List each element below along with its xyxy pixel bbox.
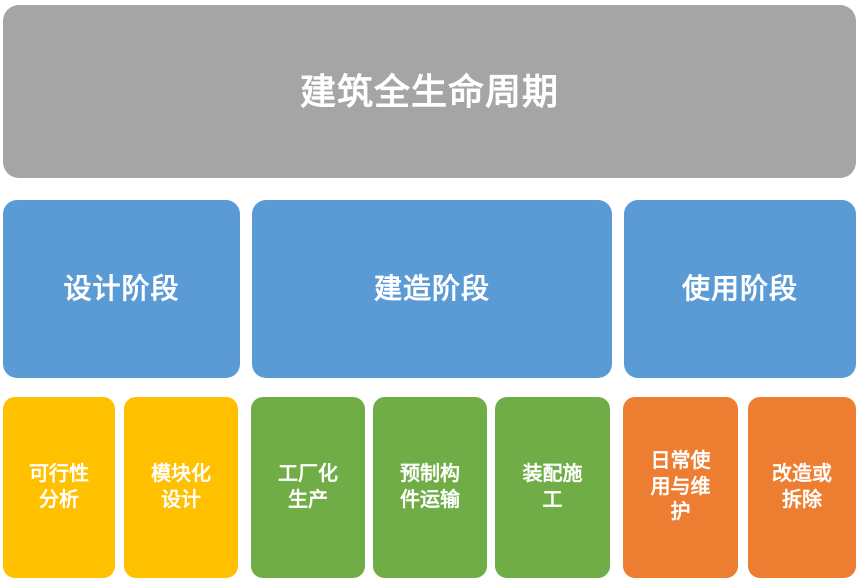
phase-node-use: 使用阶段 bbox=[624, 200, 856, 378]
root-node-label: 建筑全生命周期 bbox=[299, 70, 559, 112]
leaf-node-prefab-component-transport: 预制构 件运输 bbox=[373, 397, 487, 578]
leaf-node-assembly-construction: 装配施 工 bbox=[495, 397, 610, 578]
leaf-node-label: 预制构 件运输 bbox=[400, 462, 460, 511]
phase-node-label: 建造阶段 bbox=[373, 272, 490, 304]
leaf-node-label: 装配施 工 bbox=[522, 462, 583, 511]
leaf-node-label: 日常使 用与维 护 bbox=[650, 450, 711, 524]
leaf-node-modular-design: 模块化 设计 bbox=[124, 397, 238, 578]
leaf-node-daily-use-and-maintenance: 日常使 用与维 护 bbox=[623, 397, 738, 578]
phase-node-label: 使用阶段 bbox=[681, 272, 798, 304]
leaf-node-factory-production: 工厂化 生产 bbox=[251, 397, 365, 578]
leaf-node-label: 改造或 拆除 bbox=[772, 462, 832, 511]
root-node-building-lifecycle: 建筑全生命周期 bbox=[3, 5, 856, 178]
leaf-node-renovation-or-demolition: 改造或 拆除 bbox=[748, 397, 856, 578]
leaf-node-label: 模块化 设计 bbox=[151, 462, 211, 511]
phase-node-construction: 建造阶段 bbox=[252, 200, 612, 378]
phase-node-label: 设计阶段 bbox=[63, 272, 180, 304]
phase-node-design: 设计阶段 bbox=[3, 200, 240, 378]
leaf-node-label: 可行性 分析 bbox=[29, 462, 89, 511]
leaf-node-feasibility-analysis: 可行性 分析 bbox=[3, 397, 115, 578]
leaf-node-label: 工厂化 生产 bbox=[278, 462, 338, 511]
